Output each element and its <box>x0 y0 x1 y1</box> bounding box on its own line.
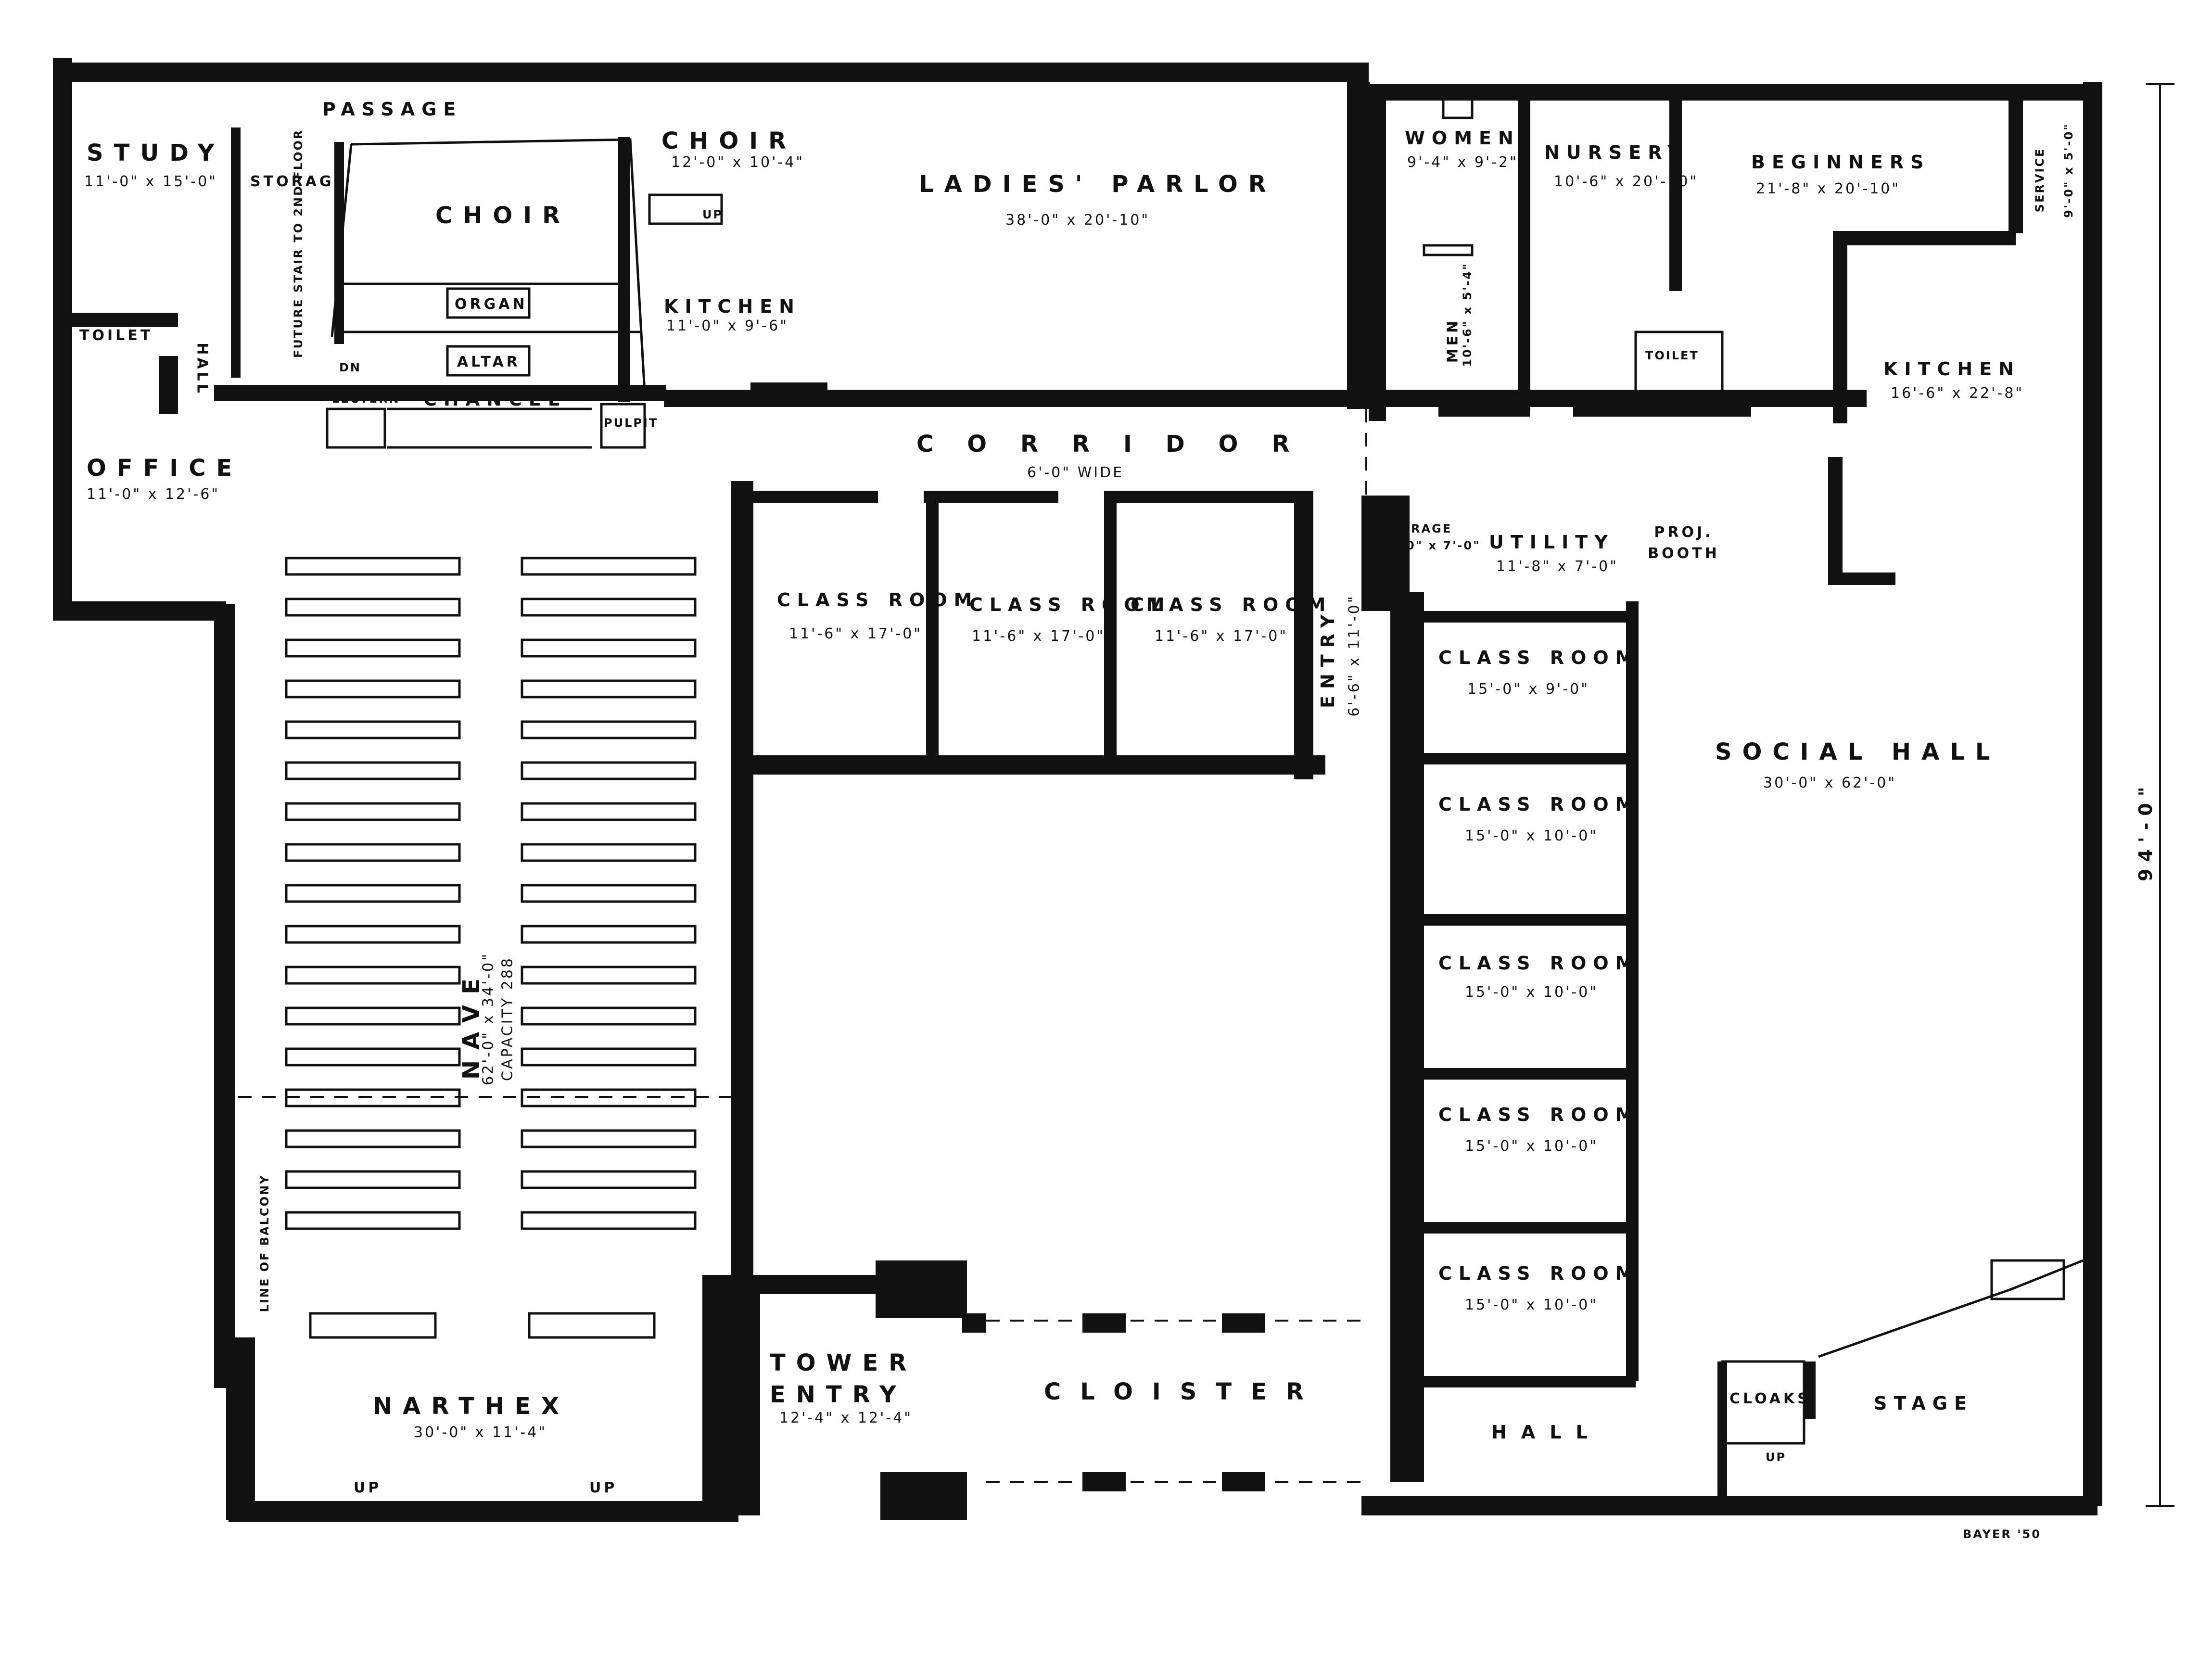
books-bottom-label: BOOKS <box>1352 344 1366 396</box>
tower-entry-label: TOWER ENTRY <box>770 1349 917 1408</box>
kitchen-small-label: KITCHEN <box>664 296 801 317</box>
hall-small-label: HALL <box>193 343 211 396</box>
classroom-7-label: CLASS ROOM <box>1438 1104 1640 1125</box>
women-dim: 9'-4" x 9'-2" <box>1407 154 1518 171</box>
classroom-8-dim: 15'-0" x 10'-0" <box>1465 1297 1599 1313</box>
classroom-3-dim: 11'-6" x 17'-0" <box>1155 628 1288 645</box>
nave-capacity: CAPACITY 288 <box>499 956 516 1081</box>
corridor-label: CORRIDOR <box>916 431 1323 458</box>
classroom-1-label: CLASS ROOM <box>777 589 979 611</box>
kitchen-large-label: KITCHEN <box>1883 358 2021 380</box>
altar-label: ALTAR <box>457 354 521 370</box>
utility-label: UTILITY <box>1489 532 1615 553</box>
dashed-lines <box>214 409 1367 1483</box>
lectern-label: LECTERN <box>332 392 400 406</box>
pulpit-label: PULPIT <box>604 416 659 430</box>
study-label: STUDY <box>87 140 225 166</box>
organ-label: ORGAN <box>455 296 528 313</box>
men-label: MEN <box>1444 318 1462 363</box>
tower-entry-dim: 12'-4" x 12'-4" <box>779 1410 913 1426</box>
balcony-line-label: LINE OF BALCONY <box>258 1174 271 1312</box>
passage-label: PASSAGE <box>322 99 463 120</box>
classroom-6-label: CLASS ROOM <box>1438 953 1640 974</box>
ladies-parlor-dim: 38'-0" x 20'-10" <box>1005 212 1150 229</box>
entry-label: ENTRY <box>1317 608 1338 708</box>
classroom-2-dim: 11'-6" x 17'-0" <box>972 628 1106 645</box>
kitchen-large-dim: 16'-6" x 22'-8" <box>1891 385 2024 402</box>
ladies-parlor-label: LADIES' PARLOR <box>919 171 1277 198</box>
office-dim: 11'-0" x 12'-6" <box>87 486 220 503</box>
dimension-line <box>2146 83 2174 1507</box>
nave-dim: 62'-0" x 34'-0" <box>480 952 497 1086</box>
social-hall-dim: 30'-0" x 62'-0" <box>1763 775 1897 791</box>
proj-booth-label: PROJ. BOOTH <box>1648 524 1720 562</box>
service-label: SERVICE <box>2033 147 2047 213</box>
storage-small-label: STORAGE <box>1381 522 1452 535</box>
nursery-label: NURSERY <box>1544 142 1688 163</box>
signature: BAYER '50 <box>1963 1527 2041 1541</box>
chancel-label: CHANCEL <box>423 389 566 410</box>
classroom-3-label: CLASS ROOM <box>1131 594 1333 615</box>
utility-dim: 11'-8" x 7'-0" <box>1496 558 1619 575</box>
classroom-8-label: CLASS ROOM <box>1438 1263 1640 1284</box>
service-dim: 9'-0" x 5'-0" <box>2062 123 2075 218</box>
classroom-6-dim: 15'-0" x 10'-0" <box>1465 984 1599 1001</box>
stair-dn-chancel: DN <box>339 361 362 374</box>
toilet-study-label: TOILET <box>79 327 153 344</box>
classroom-2-label: CLASS ROOM <box>969 594 1171 615</box>
stair-up-choir: UP <box>702 208 724 221</box>
social-hall-label: SOCIAL HALL <box>1715 738 2001 765</box>
toilet-nursery-label: TOILET <box>1645 349 1699 362</box>
storage-small-dim: 5'-0" x 7'-0" <box>1386 539 1481 552</box>
future-stair-label: FUTURE STAIR TO 2ND FLOOR <box>292 128 305 358</box>
choir-room-dim: 12'-0" x 10'-4" <box>671 154 805 171</box>
entry-dim: 6'-6" x 11'-0" <box>1346 594 1363 717</box>
stair-up-right: UP <box>589 1479 618 1496</box>
classroom-1-dim: 11'-6" x 17'-0" <box>789 625 923 642</box>
overall-dimension-label: 94'-0" <box>2135 780 2156 881</box>
classroom-5-dim: 15'-0" x 10'-0" <box>1465 827 1599 844</box>
storage-label: STORAGE <box>250 173 347 190</box>
kitchen-small-dim: 11'-0" x 9'-6" <box>666 318 789 334</box>
narthex-label: NARTHEX <box>373 1393 570 1420</box>
hall-bottom-label: HALL <box>1491 1422 1602 1443</box>
men-dim: 10'-6" x 5'-4" <box>1461 262 1474 367</box>
cloister-label: CLOISTER <box>1044 1378 1323 1405</box>
classroom-7-dim: 15'-0" x 10'-0" <box>1465 1138 1599 1155</box>
cloaks-label: CLOAKS <box>1729 1390 1811 1407</box>
stage-label: STAGE <box>1874 1393 1973 1414</box>
study-dim: 11'-0" x 15'-0" <box>84 173 218 190</box>
classroom-4-label: CLASS ROOM <box>1438 647 1640 668</box>
narthex-dim: 30'-0" x 11'-4" <box>414 1424 547 1441</box>
beginners-label: BEGINNERS <box>1751 152 1931 173</box>
details <box>326 95 2084 1445</box>
nursery-dim: 10'-6" x 20'-10" <box>1554 173 1699 190</box>
walls <box>53 58 2102 1522</box>
choir-room-label: CHOIR <box>661 127 797 154</box>
books-top-label: BOOKS <box>1352 139 1366 192</box>
choir-loft-label: CHOIR <box>435 202 571 229</box>
classroom-5-label: CLASS ROOM <box>1438 794 1640 815</box>
women-label: WOMEN <box>1405 127 1520 149</box>
office-label: OFFICE <box>87 455 243 482</box>
corridor-dim: 6'-0" WIDE <box>1027 464 1124 481</box>
pews <box>285 557 697 1339</box>
stair-up-stage: UP <box>1766 1450 1787 1464</box>
beginners-dim: 21'-8" x 20'-10" <box>1756 180 1901 197</box>
classroom-4-dim: 15'-0" x 9'-0" <box>1467 681 1590 698</box>
stair-up-left: UP <box>354 1479 382 1496</box>
